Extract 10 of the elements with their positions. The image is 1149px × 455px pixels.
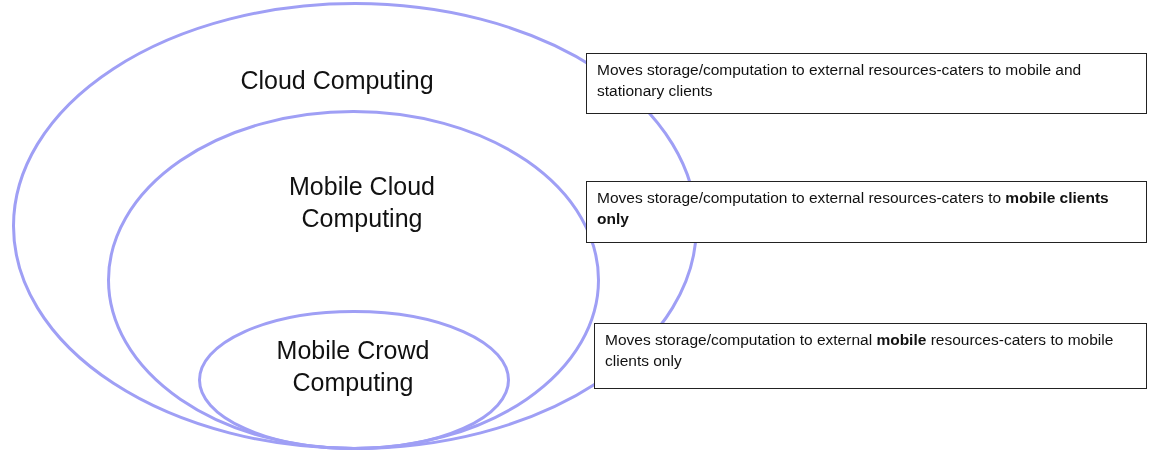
description-text: Moves storage/computation to external mobile resources-caters to mobile clients only bbox=[605, 330, 1115, 371]
ellipse-title: Mobile Cloud Computing bbox=[288, 171, 436, 234]
description-text: Moves storage/computation to external resources-caters to mobile and stationary clients bbox=[597, 60, 1083, 101]
description-box bbox=[594, 323, 1147, 389]
description-box bbox=[586, 181, 1147, 243]
ellipse-title: Mobile Crowd Computing bbox=[275, 335, 431, 398]
ellipse bbox=[198, 310, 510, 450]
description-box bbox=[586, 53, 1147, 114]
description-text: Moves storage/computation to external resources-caters to mobile clients only bbox=[597, 188, 1110, 229]
ellipse-title: Cloud Computing bbox=[239, 65, 435, 96]
